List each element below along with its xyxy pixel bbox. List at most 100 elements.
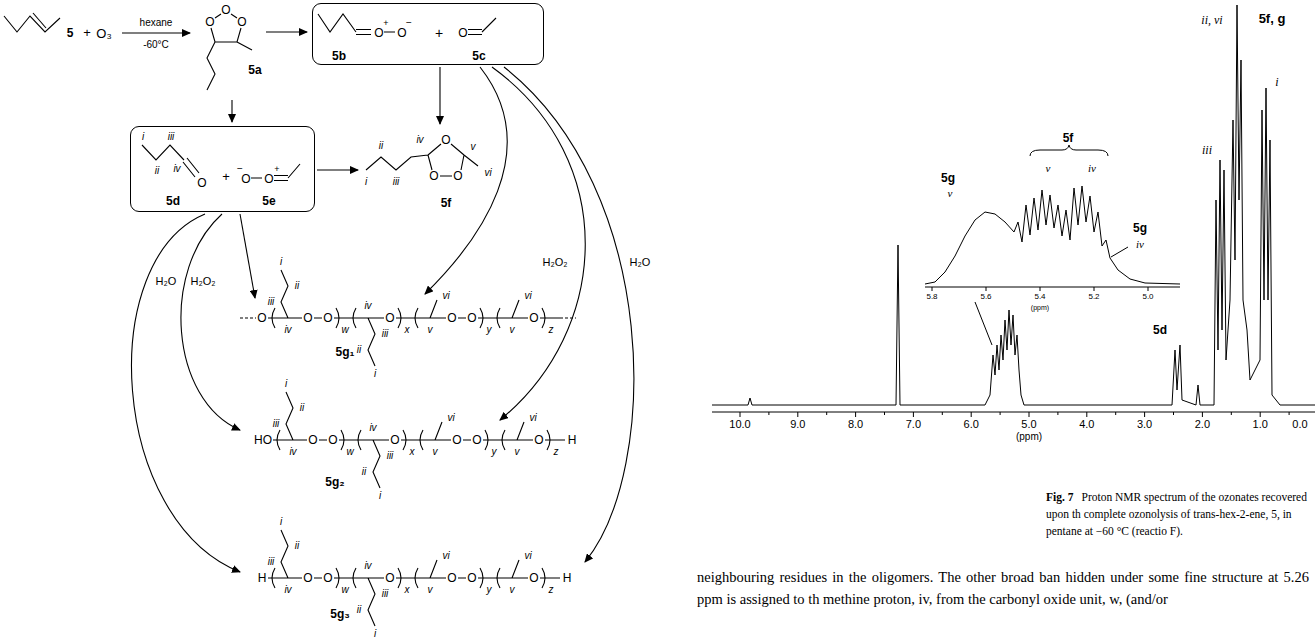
- carbon-label: iv: [369, 423, 376, 433]
- atom-label: O: [323, 312, 332, 324]
- figure-caption-block: Fig. 7Proton NMR spectrum of the ozonate…: [1046, 489, 1311, 540]
- atom-label: O: [429, 170, 438, 182]
- compound-number: 5g₂: [325, 476, 344, 488]
- atom-label: O: [472, 434, 481, 446]
- subscript-label: y: [487, 585, 492, 595]
- atom-label: O: [237, 16, 246, 28]
- carbon-label: i: [365, 177, 367, 187]
- carbon-label: vi: [447, 413, 454, 423]
- reagent-label: H₂O₂: [542, 257, 567, 268]
- figure-caption: Proton NMR spectrum of the ozonates reco…: [1046, 491, 1307, 537]
- carbon-label: i: [142, 132, 144, 142]
- subscript-label: z: [549, 325, 554, 335]
- carbon-label: ii: [362, 467, 366, 477]
- axis-tick-label: 7.0: [906, 419, 921, 430]
- reagent-label: H₂O₂: [190, 276, 215, 287]
- subscript-label: x: [410, 447, 415, 457]
- atom-label: O: [529, 572, 538, 584]
- nmr-spectrum: [712, 5, 1315, 417]
- axis-tick-label: 5.4: [1034, 293, 1045, 301]
- carbon-label: iii: [273, 419, 280, 429]
- subscript-label: x: [405, 325, 410, 335]
- atom-label: O: [385, 572, 394, 584]
- atom-label: O: [264, 173, 273, 185]
- compound-number: 5b: [332, 50, 346, 62]
- axis-tick-label: 3.0: [1137, 419, 1152, 430]
- carbon-label: v: [471, 142, 476, 152]
- condition-label: -60°C: [143, 40, 169, 50]
- atom-label: O: [257, 312, 266, 324]
- reaction-box: O+O−+O5b5c: [312, 3, 544, 65]
- carbon-label: vi: [442, 551, 449, 561]
- carbon-label: iv: [364, 301, 371, 311]
- axis-tick-label: 5.2: [1088, 293, 1099, 301]
- axis-tick-label: 1.0: [1253, 419, 1268, 430]
- charge-sign: +: [274, 165, 279, 174]
- reagent-label: H₂O: [156, 276, 177, 287]
- carbon-label: iii: [268, 297, 275, 307]
- carbon-label: ii: [300, 403, 304, 413]
- peak-label: v: [1046, 163, 1051, 174]
- carbon-label: ii: [357, 605, 361, 615]
- compound-number: 5g₃: [330, 608, 350, 620]
- atom-label: O: [467, 312, 476, 324]
- atom-label: O: [374, 27, 383, 39]
- atom-label: O: [241, 173, 250, 185]
- peak-label: 5g: [941, 172, 955, 184]
- carbon-label: iii: [382, 329, 389, 339]
- carbon-label: vi: [484, 168, 491, 178]
- compound-number: 5g₁: [336, 346, 355, 358]
- atom-label: O: [221, 4, 230, 16]
- compound-number: 5d: [166, 195, 180, 207]
- atom-label: O: [452, 434, 461, 446]
- plus-sign: +: [83, 26, 91, 39]
- body-text: neighbouring residues in the oligomers. …: [697, 566, 1309, 610]
- carbon-label: vi: [529, 413, 536, 423]
- axis-title: (ppm): [1031, 304, 1049, 311]
- carbon-label: iii: [168, 132, 175, 142]
- carbon-label: i: [374, 369, 376, 379]
- charge-sign: +: [383, 19, 388, 28]
- peak-label: iv: [1136, 239, 1144, 250]
- subscript-label: x: [405, 585, 410, 595]
- carbon-label: i: [280, 517, 282, 527]
- atom-label: H: [568, 434, 577, 446]
- plus-sign: +: [222, 170, 230, 183]
- reagent-label: O₃: [96, 27, 111, 40]
- atom-label: O: [458, 27, 467, 39]
- atom-label: O: [205, 16, 214, 28]
- compound-number: 5a: [248, 64, 261, 76]
- carbon-label: iii: [382, 589, 389, 599]
- subscript-label: y: [492, 447, 497, 457]
- axis-tick-label: 2.0: [1195, 419, 1210, 430]
- compound-number: 5f: [441, 197, 452, 209]
- peak-label: 5d: [1153, 324, 1167, 336]
- atom-label: O: [390, 434, 399, 446]
- carbon-label: iv: [284, 585, 291, 595]
- axis-tick-label: 0.0: [1292, 419, 1307, 430]
- carbon-label: vi: [524, 291, 531, 301]
- atom-label: O: [467, 572, 476, 584]
- carbon-label: iii: [387, 451, 394, 461]
- peak-label: 5f: [1063, 132, 1074, 144]
- axis-title: (ppm): [1016, 432, 1042, 442]
- axis-tick-label: 6.0: [964, 419, 979, 430]
- subscript-label: w: [341, 585, 348, 595]
- carbon-label: iv: [416, 135, 423, 145]
- carbon-label: v: [428, 585, 433, 595]
- atom-label: O: [534, 434, 543, 446]
- carbon-label: v: [515, 447, 520, 457]
- carbon-label: iii: [268, 557, 275, 567]
- peak-label: i: [1275, 76, 1278, 88]
- carbon-label: i: [374, 629, 376, 639]
- axis-tick-label: 9.0: [790, 419, 805, 430]
- carbon-label: v: [510, 585, 515, 595]
- carbon-label: iv: [284, 325, 291, 335]
- axis-tick-label: 5.0: [1142, 293, 1153, 301]
- axis-tick-label: 10.0: [729, 419, 750, 430]
- atom-label: O: [303, 312, 312, 324]
- carbon-label: vi: [524, 551, 531, 561]
- atom-label: HO: [254, 434, 272, 446]
- figure-number: Fig. 7: [1046, 491, 1073, 503]
- atom-label: O: [447, 572, 456, 584]
